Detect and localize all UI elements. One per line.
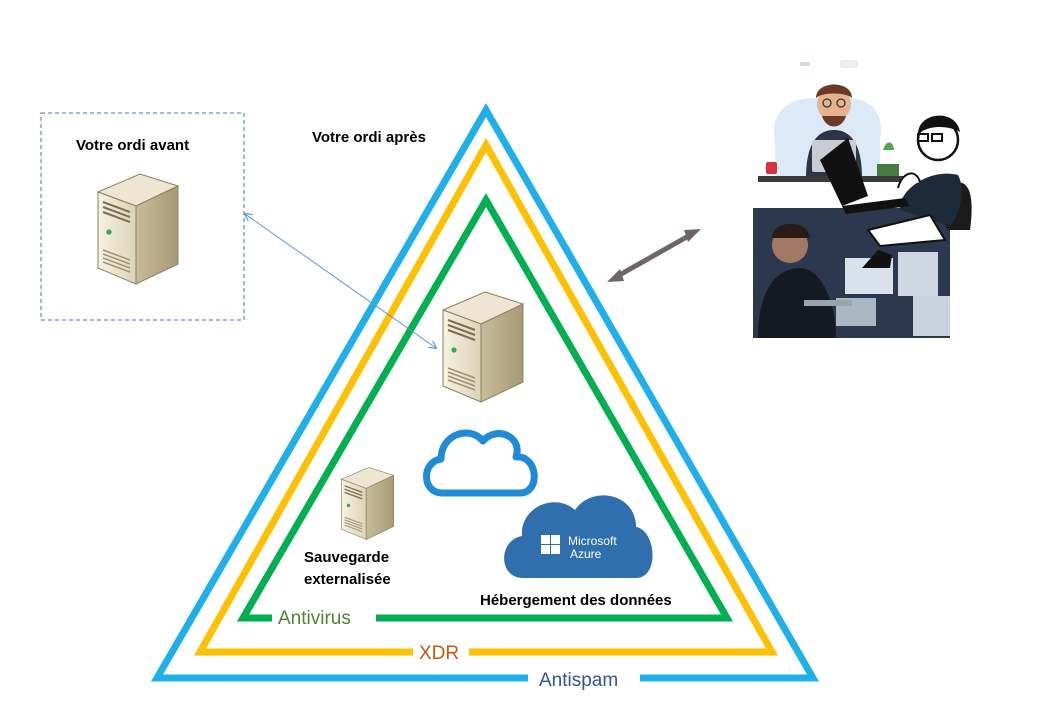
backup-label-line1: Sauvegarde (304, 549, 389, 566)
before-box: Votre ordi avant (40, 112, 245, 321)
person-head-icon (817, 87, 851, 121)
server-icon-before (97, 173, 179, 285)
before-box-title: Votre ordi avant (76, 137, 189, 154)
support-arrow (607, 229, 701, 282)
server-icon-after (442, 291, 524, 403)
azure-line1: Microsoft (568, 534, 617, 548)
antispam-label: Antispam (539, 670, 618, 691)
after-title: Votre ordi après (312, 129, 426, 146)
cloud-icon (423, 429, 538, 497)
migration-arrow (245, 214, 436, 348)
antivirus-label: Antivirus (278, 608, 351, 629)
windows-logo-icon (541, 535, 560, 554)
xdr-layer (194, 137, 778, 656)
xdr-label: XDR (419, 643, 459, 664)
cartoon-developer (820, 115, 972, 268)
antispam-layer (150, 103, 820, 682)
security-layers: Antispam XDR Antivirus (150, 103, 820, 691)
backup-server-icon (340, 466, 395, 541)
mug-icon (766, 162, 777, 174)
laptop-screen-icon (820, 138, 868, 206)
azure-line2: Azure (570, 547, 602, 561)
backup-label-line2: externalisée (304, 571, 391, 588)
azure-cloud-icon: Microsoft Azure (504, 495, 653, 578)
antivirus-layer (236, 193, 734, 622)
hosting-label: Hébergement des données (480, 592, 672, 609)
books-icon (877, 164, 899, 176)
